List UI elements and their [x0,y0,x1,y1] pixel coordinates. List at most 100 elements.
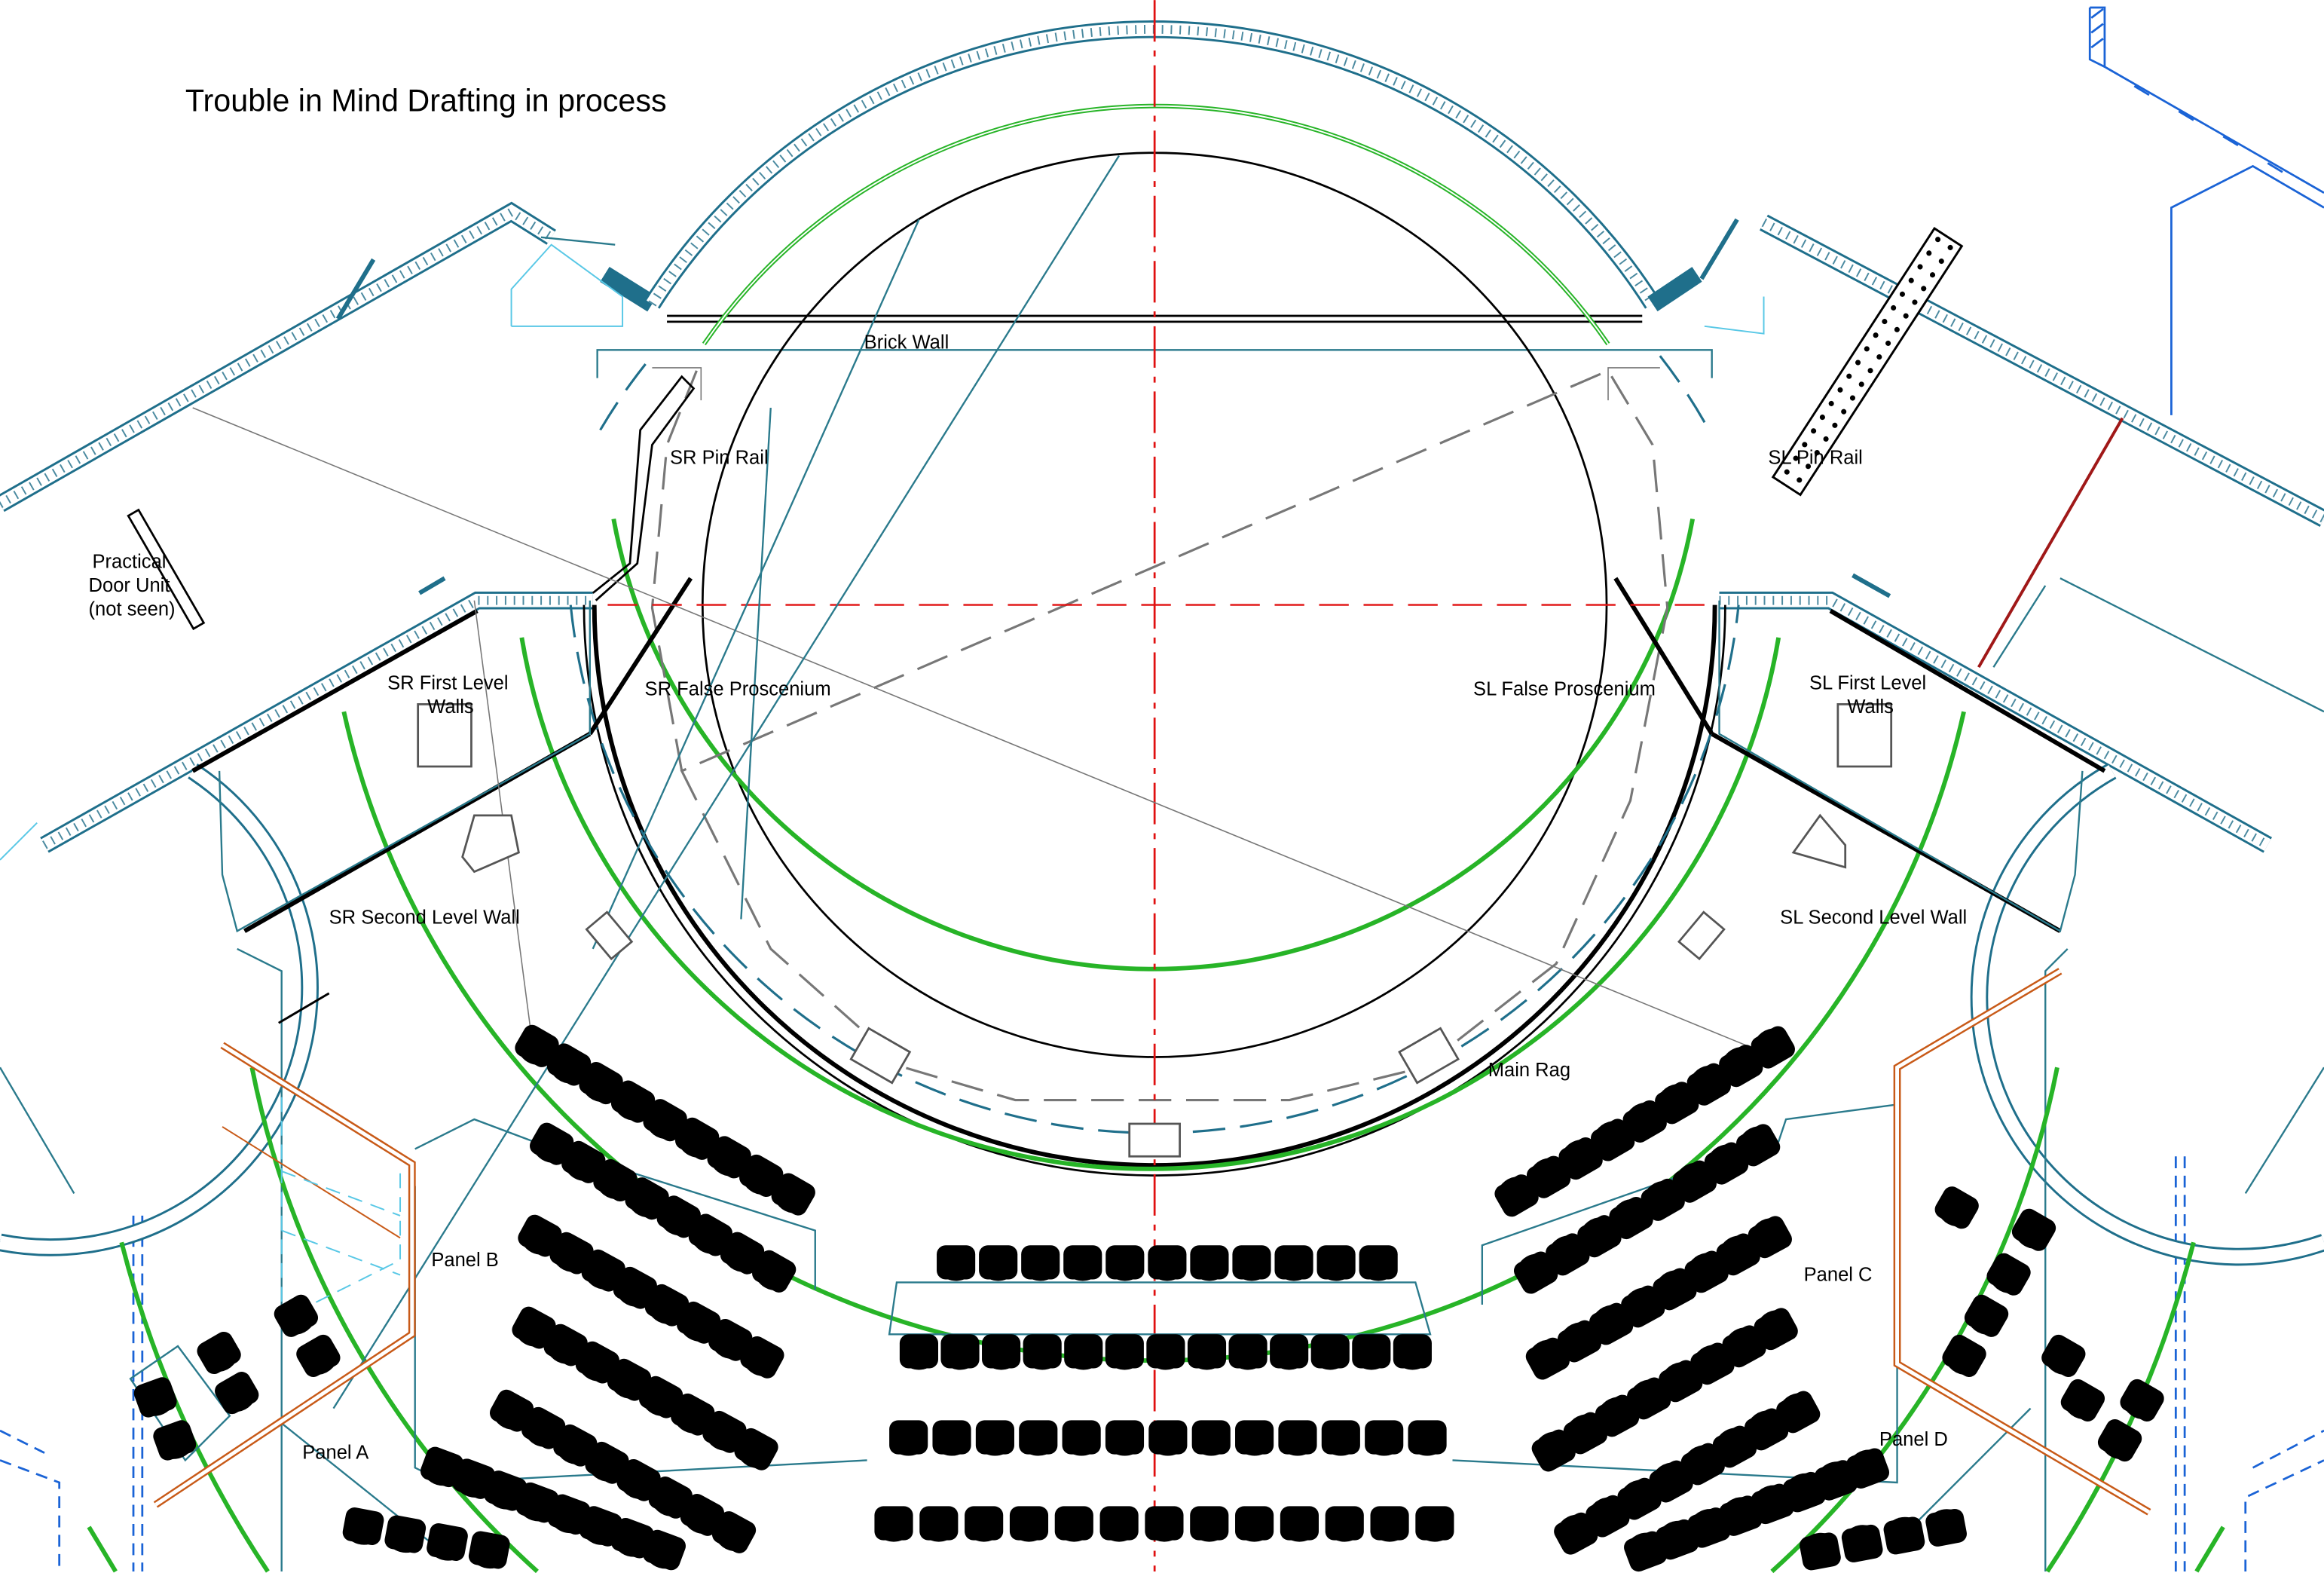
label-sl-pin-rail: SL Pin Rail [1768,448,1862,469]
seat [1019,1420,1058,1456]
seat [982,1334,1021,1370]
seat [1063,1245,1102,1281]
platform-unit-sr [417,702,472,768]
seat [1274,1245,1313,1281]
label-sr-pin-rail: SR Pin Rail [670,448,769,469]
pin-hole [1811,428,1817,434]
label-sl-false-proscenium: SL False Proscenium [1473,679,1656,700]
pin-hole [1891,304,1897,311]
seat [1235,1420,1274,1456]
label-panel-a: Panel A [302,1442,368,1463]
sightlines [192,155,2032,1543]
seat [1146,1334,1185,1370]
seat [1316,1245,1356,1281]
seat [1370,1506,1409,1542]
pin-hole [1864,346,1870,352]
seat [150,1417,200,1464]
pin-hole [1894,326,1900,332]
label-panel-c: Panel C [1804,1264,1873,1285]
seat [1190,1245,1229,1281]
pin-hole [1837,387,1843,393]
seat [131,1374,180,1421]
seat [965,1506,1004,1542]
seat [1190,1506,1229,1542]
seat [1923,1506,1968,1548]
seat [1278,1420,1317,1456]
seat [194,1328,246,1379]
sl-pin-rail-unit [1771,226,1964,497]
seat [1021,1245,1060,1281]
seat [2093,1415,2145,1467]
labels: Brick Wall SR Pin Rail SL Pin Rail Pract… [89,332,1968,1463]
label-panel-d: Panel D [1879,1429,1948,1450]
pin-hole [1885,340,1891,346]
seat [1009,1506,1049,1542]
seat [1310,1334,1350,1370]
label-sr-first-level-walls: SR First Level Walls [387,673,514,718]
pin-hole [1802,442,1808,448]
pin-hole [1935,237,1941,243]
pin-hole [1793,455,1799,461]
seat [1105,1245,1145,1281]
practical-door-unit [127,508,206,631]
seat [1148,1245,1187,1281]
seat [1062,1420,1101,1456]
seat [1270,1334,1309,1370]
pin-hole [1938,259,1944,265]
label-practical-door: Practical Door Unit (not seen) [89,551,176,620]
label-sr-false-proscenium: SR False Proscenium [645,679,831,700]
seat [1359,1245,1398,1281]
label-panel-b: Panel B [431,1250,498,1271]
pin-hole [1858,381,1864,387]
pin-hole [1899,291,1905,297]
lighting-unit-sl [1791,813,1847,869]
seat [1797,1529,1842,1572]
seat [899,1334,939,1370]
pin-hole [1797,477,1803,483]
seat [271,1291,323,1342]
pin-hole [1873,332,1879,338]
pin-hole [1876,354,1882,360]
seat [874,1506,913,1542]
seat [1882,1513,1927,1556]
pin-hole [1841,409,1847,415]
seat [1232,1245,1271,1281]
seat [1408,1420,1447,1456]
seat [1325,1506,1364,1542]
pin-hole [1832,422,1838,428]
seat [341,1506,386,1548]
seat [1099,1506,1139,1542]
seat [975,1420,1014,1456]
pin-hole [1917,264,1923,270]
building-walls [0,20,2324,1571]
seat [1983,1250,2035,1300]
seat [1931,1183,1983,1234]
pin-hole [1882,319,1888,325]
seat [1023,1334,1062,1370]
drawing-title: Trouble in Mind Drafting in process [185,84,667,118]
pin-hole [1846,373,1852,379]
seat [1187,1334,1227,1370]
seat [1280,1506,1319,1542]
seat [211,1368,263,1419]
pin-hole [1828,400,1834,406]
pin-hole [1929,272,1936,278]
seat [1365,1420,1404,1456]
seat [2116,1376,2168,1427]
seat [1148,1420,1188,1456]
pin-hole [1867,368,1873,374]
seat [889,1420,928,1456]
seat [940,1334,980,1370]
platform-unit-sl [1836,702,1893,768]
seat [1393,1334,1432,1370]
label-main-rag: Main Rag [1488,1060,1570,1081]
seat [1105,1420,1145,1456]
seat [919,1506,959,1542]
label-sl-second-level-wall: SL Second Level Wall [1780,907,1967,928]
seat [1960,1291,2012,1342]
pin-hole [1784,469,1790,475]
seat [383,1513,428,1556]
seat [1321,1420,1360,1456]
pin-hole [1926,250,1932,256]
